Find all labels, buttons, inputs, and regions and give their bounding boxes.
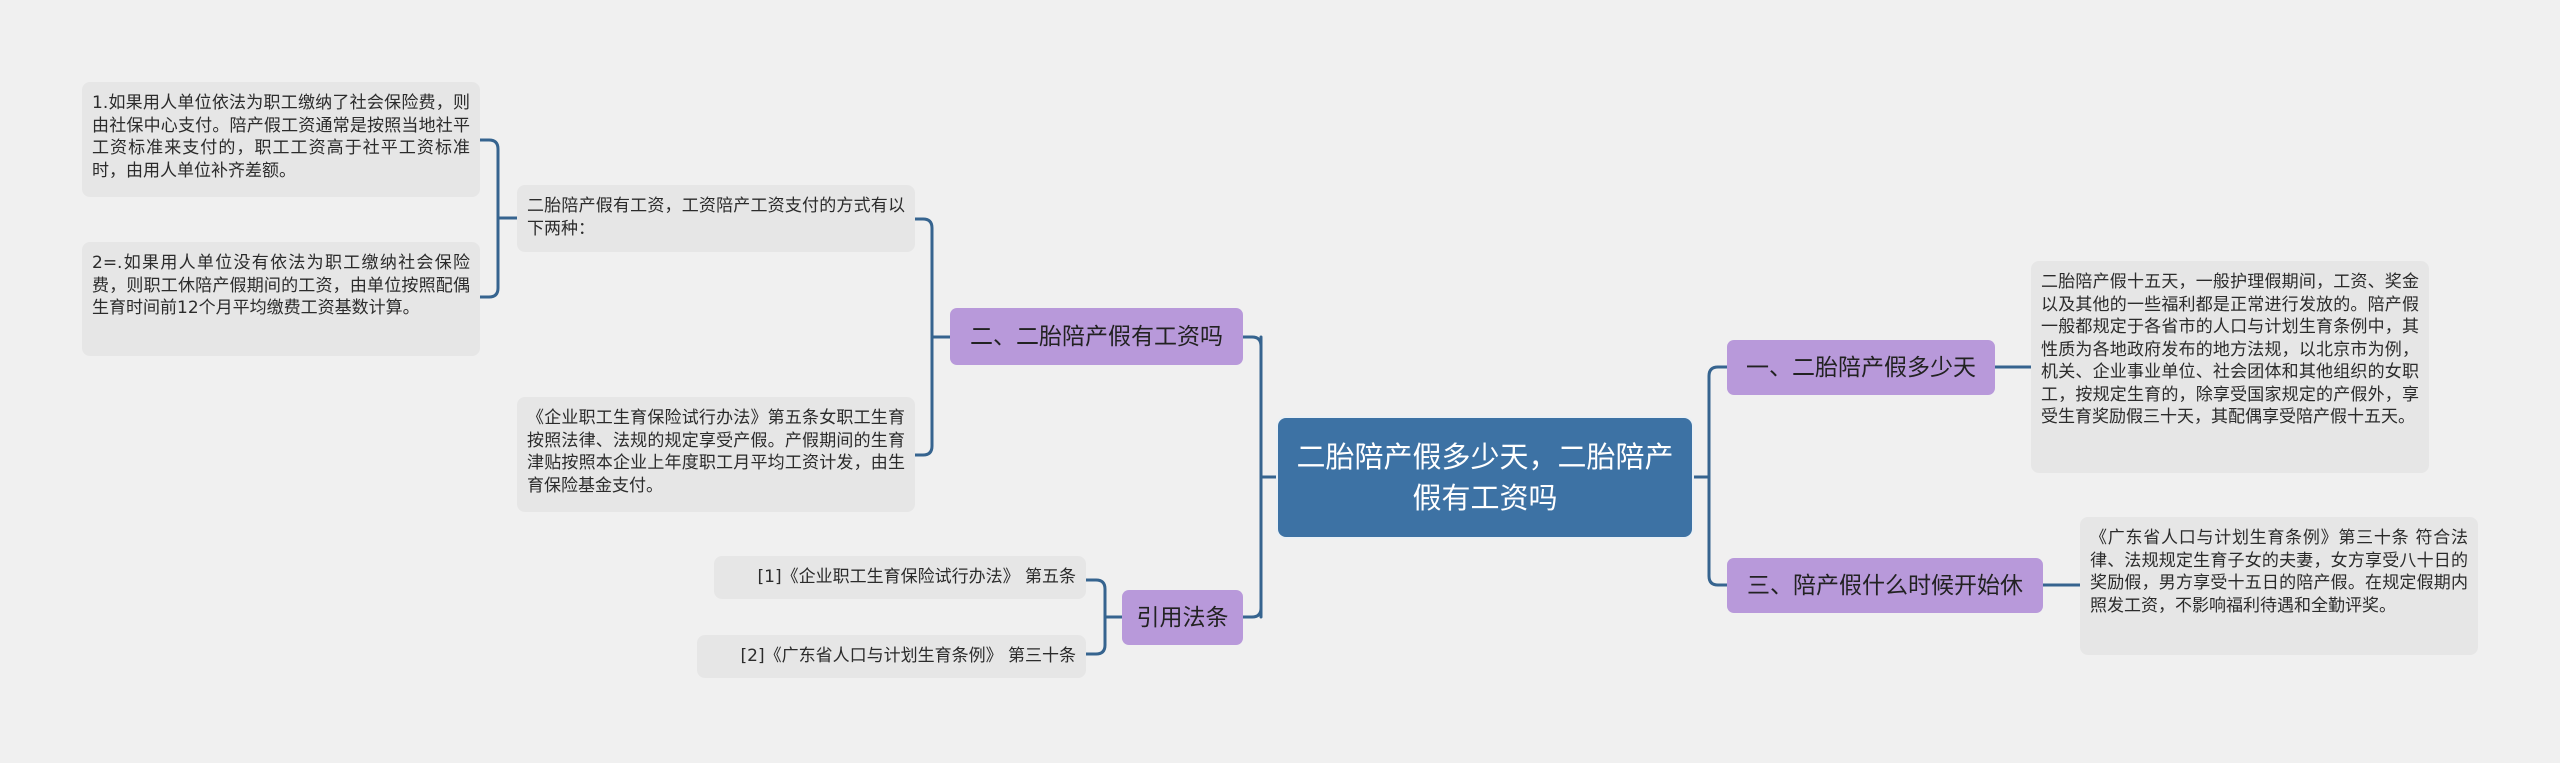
link-citations xyxy=(1084,578,1124,656)
leaf-note-days-detail[interactable]: 二胎陪产假十五天，一般护理假期间，工资、奖金以及其他的一些福利都是正常进行发放的… xyxy=(2031,261,2429,473)
leaf-note-guangdong-article30[interactable]: 《广东省人口与计划生育条例》第三十条 符合法律、法规规定生育子女的夫妻，女方享受… xyxy=(2080,517,2478,655)
subtopic-payment-methods[interactable]: 二胎陪产假有工资，工资陪产工资支付的方式有以下两种： xyxy=(517,185,915,252)
root-title: 二胎陪产假多少天，二胎陪产假有工资吗 xyxy=(1296,439,1674,515)
leaf-text: 二胎陪产假有工资，工资陪产工资支付的方式有以下两种： xyxy=(527,196,905,239)
branch-title: 三、陪产假什么时候开始休 xyxy=(1747,572,2023,599)
branch-title: 引用法条 xyxy=(1136,604,1229,631)
leaf-text: 《广东省人口与计划生育条例》第三十条 符合法律、法规规定生育子女的夫妻，女方享受… xyxy=(2090,528,2468,616)
leaf-text: 1.如果用人单位依法为职工缴纳了社会保险费，则由社保中心支付。陪产假工资通常是按… xyxy=(92,93,470,181)
branch-topic-salary[interactable]: 二、二胎陪产假有工资吗 xyxy=(950,308,1243,365)
branch-title: 一、二胎陪产假多少天 xyxy=(1746,354,1976,381)
link-sub-box xyxy=(478,138,519,299)
link-root-left xyxy=(1241,335,1280,619)
leaf-text: 《企业职工生育保险试行办法》第五条女职工生育按照法律、法规的规定享受产假。产假期… xyxy=(527,408,905,496)
root-topic[interactable]: 二胎陪产假多少天，二胎陪产假有工资吗 xyxy=(1278,418,1692,537)
branch-topic-citations[interactable]: 引用法条 xyxy=(1122,590,1243,645)
citation-text: [2]《广东省人口与计划生育条例》 第三十条 xyxy=(740,646,1076,667)
citation-text: [1]《企业职工生育保险试行办法》 第五条 xyxy=(757,567,1076,588)
leaf-note-uninsured[interactable]: 2=.如果用人单位没有依法为职工缴纳社会保险费，则职工休陪产假期间的工资，由单位… xyxy=(82,242,480,356)
leaf-text: 2=.如果用人单位没有依法为职工缴纳社会保险费，则职工休陪产假期间的工资，由单位… xyxy=(92,253,470,318)
leaf-note-insured[interactable]: 1.如果用人单位依法为职工缴纳了社会保险费，则由社保中心支付。陪产假工资通常是按… xyxy=(82,82,480,197)
branch-topic-days[interactable]: 一、二胎陪产假多少天 xyxy=(1727,340,1995,395)
leaf-text: 二胎陪产假十五天，一般护理假期间，工资、奖金以及其他的一些福利都是正常进行发放的… xyxy=(2041,272,2419,427)
branch-topic-start-time[interactable]: 三、陪产假什么时候开始休 xyxy=(1727,558,2043,613)
branch-title: 二、二胎陪产假有工资吗 xyxy=(970,323,1223,350)
leaf-note-regulation-article5[interactable]: 《企业职工生育保险试行办法》第五条女职工生育按照法律、法规的规定享受产假。产假期… xyxy=(517,397,915,512)
link-root-right xyxy=(1690,365,1729,587)
link-branch-2 xyxy=(913,217,952,457)
citation-item-2[interactable]: [2]《广东省人口与计划生育条例》 第三十条 xyxy=(697,635,1086,678)
citation-item-1[interactable]: [1]《企业职工生育保险试行办法》 第五条 xyxy=(714,556,1086,599)
